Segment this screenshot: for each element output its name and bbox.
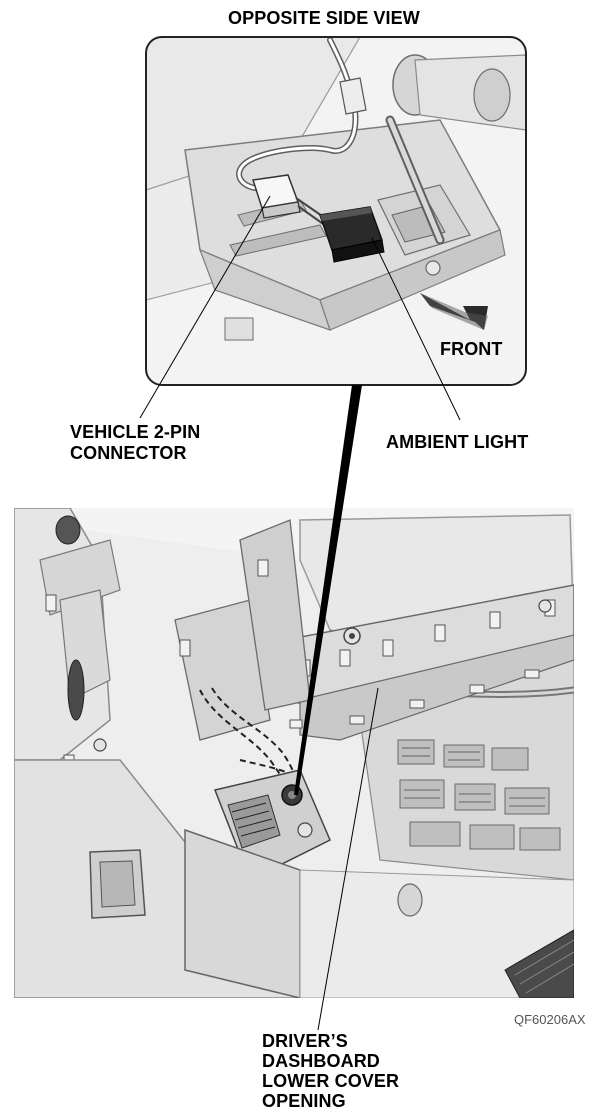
- opening-label-line1: DRIVER’S: [262, 1031, 348, 1051]
- opening-label-line3: LOWER COVER: [262, 1071, 400, 1091]
- figure-code: QF60206AX: [514, 1012, 586, 1027]
- vehicle-connector-label-line2: CONNECTOR: [70, 443, 187, 463]
- opening-label-line4: OPENING: [262, 1091, 346, 1111]
- vehicle-connector-label-line1: VEHICLE 2-PIN: [70, 422, 201, 442]
- ambient-light-label: AMBIENT LIGHT: [386, 432, 529, 452]
- opening-label-line2: DASHBOARD: [262, 1051, 380, 1071]
- front-label: FRONT: [440, 339, 503, 359]
- main-view: [14, 508, 574, 998]
- inset-view: [145, 36, 527, 386]
- callout-lines: [139, 195, 461, 1031]
- inset-title: OPPOSITE SIDE VIEW: [228, 8, 420, 28]
